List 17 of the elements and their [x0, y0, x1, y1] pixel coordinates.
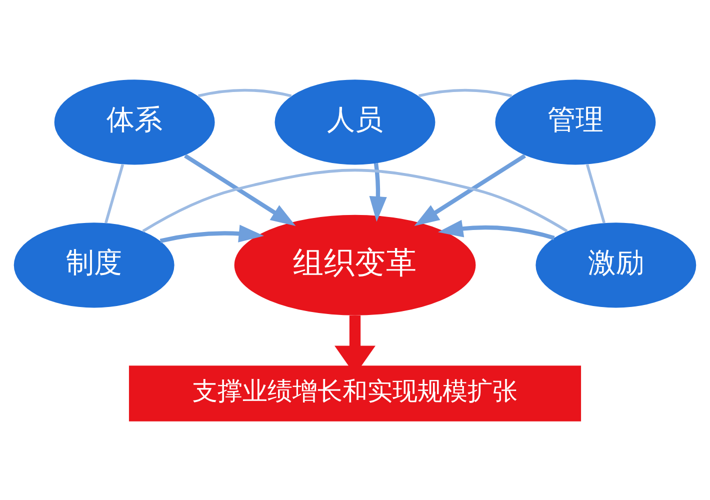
node-box: 支撑业绩增长和实现规模扩张 — [128, 365, 582, 421]
node-ellipse: 激励 — [536, 222, 696, 308]
connector — [104, 164, 124, 223]
node-ellipse: 体系 — [54, 79, 215, 164]
arrow — [414, 153, 526, 226]
node-ellipse: 制度 — [14, 222, 174, 308]
node-ellipse: 管理 — [495, 79, 656, 164]
arrow — [184, 153, 296, 226]
node-ellipse: 人员 — [274, 79, 436, 164]
connector — [198, 88, 292, 97]
arrow — [160, 224, 264, 242]
arrow — [438, 219, 555, 240]
node-ellipse: 组织变革 — [234, 214, 476, 315]
arrow — [369, 162, 387, 222]
connector — [586, 164, 606, 223]
connector — [418, 88, 512, 97]
connector — [142, 168, 568, 232]
